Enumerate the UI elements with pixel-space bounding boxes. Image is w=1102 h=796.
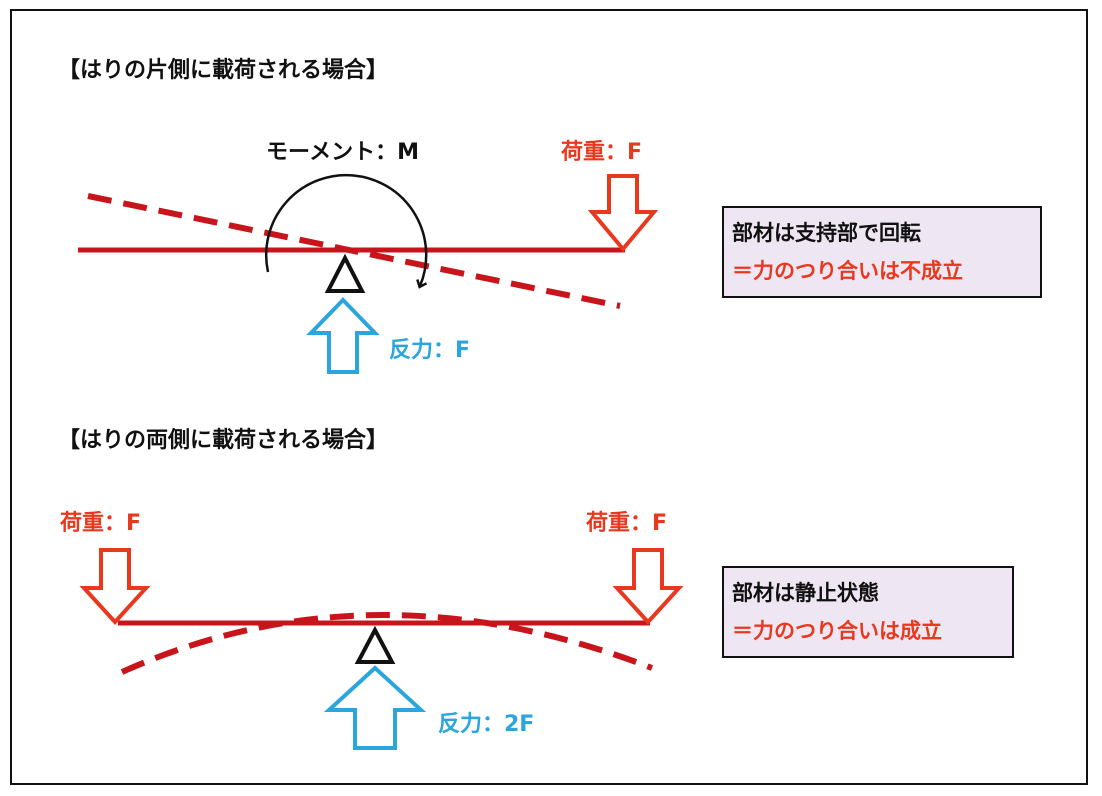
load-label-left: 荷重：F — [60, 511, 141, 536]
reaction-label-1: 反力：F — [389, 338, 470, 363]
reaction-arrow-2 — [323, 665, 427, 750]
moment-arc — [264, 173, 428, 289]
box1-line2: ＝力のつり合いは不成立 — [732, 259, 963, 283]
box2-line2: ＝力のつり合いは成立 — [732, 619, 942, 643]
conclusion-box-1: 部材は支持部で回転 ＝力のつり合いは不成立 — [722, 206, 1042, 298]
box1-line1: 部材は支持部で回転 — [732, 221, 921, 245]
conclusion-box-2: 部材は静止状態 ＝力のつり合いは成立 — [722, 566, 1014, 658]
deflected-beam-dashed — [120, 612, 654, 675]
outer-frame — [10, 9, 1088, 785]
load-arrow-left — [79, 548, 151, 625]
box2-line1: 部材は静止状態 — [732, 581, 879, 605]
load-label-right: 荷重：F — [586, 511, 667, 536]
section2-title: 【はりの両側に載荷される場合】 — [58, 428, 389, 453]
support-triangle-1 — [324, 253, 366, 293]
load-arrow-right — [612, 548, 684, 625]
support-triangle-2 — [354, 625, 396, 664]
reaction-label-2: 反力：2F — [438, 712, 534, 737]
moment-label: モーメント：M — [266, 140, 419, 165]
load-arrow-1 — [587, 174, 659, 253]
load-label-1: 荷重：F — [561, 140, 642, 165]
section1-title: 【はりの片側に載荷される場合】 — [58, 58, 389, 83]
reaction-arrow-1 — [306, 297, 380, 374]
